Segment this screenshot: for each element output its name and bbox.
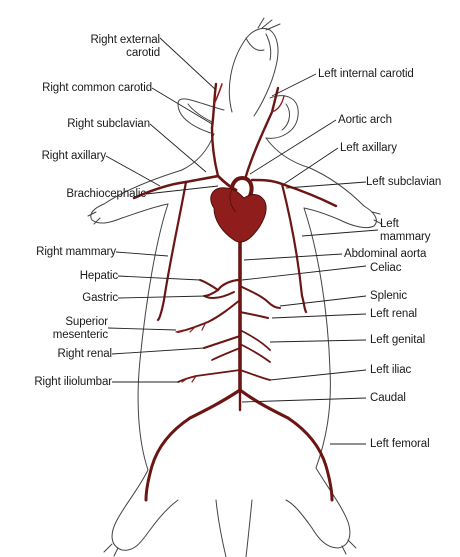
hepatic-vessel <box>199 279 219 291</box>
left-renal-vessel <box>239 311 269 319</box>
label-left-subclavian: Left subclavian <box>366 176 442 188</box>
label-abdominal-aorta: Abdominal aorta <box>344 248 427 260</box>
label-right-iliolumbar: Right iliolumbar <box>34 376 112 388</box>
label-right-axillary: Right axillary <box>41 150 107 162</box>
right-renal-vessel <box>203 335 241 349</box>
label-right-mammary: Right mammary <box>36 246 116 258</box>
right-mammary-vessel <box>156 180 188 322</box>
right-axillary-vessel <box>132 180 188 200</box>
right-subclavian-vessel <box>184 174 220 184</box>
brachiocephalic-vessel <box>216 174 238 192</box>
label-celiac: Celiac <box>370 262 402 274</box>
left-axillary-vessel <box>280 182 338 208</box>
left-subclavian-vessel <box>250 178 284 186</box>
label-right-subclavian: Right subclavian <box>67 118 150 130</box>
right-external-carotid-vessel <box>210 82 218 130</box>
label-left-renal: Left renal <box>370 308 417 320</box>
label-superior-mesenteric: Superior mesenteric <box>52 316 108 341</box>
rat-body-outline <box>87 17 383 557</box>
label-left-genital: Left genital <box>370 334 426 346</box>
label-left-axillary: Left axillary <box>340 142 397 154</box>
label-left-internal-carotid: Left internal carotid <box>318 68 414 80</box>
label-left-femoral: Left femoral <box>370 438 430 450</box>
label-left-iliac: Left iliac <box>370 364 412 376</box>
splenic-vessel <box>239 285 281 309</box>
right-iliolumbar-vessel <box>177 369 241 383</box>
heart <box>210 187 267 243</box>
label-caudal: Caudal <box>370 392 406 404</box>
label-brachiocephalic: Brachiocephalic <box>66 188 146 200</box>
aortic-arch-vessel <box>229 176 254 198</box>
label-right-external-carotid: Right external carotid <box>90 34 160 59</box>
left-femoral-vessel <box>286 416 334 502</box>
label-splenic: Splenic <box>370 290 408 302</box>
label-left-mammary: Left mammary <box>380 218 431 243</box>
left-genital-vessel <box>239 329 271 351</box>
label-right-renal: Right renal <box>57 348 112 360</box>
gastric-vessel <box>203 289 235 300</box>
right-common-carotid-vessel <box>210 126 220 178</box>
left-iliac-vessel <box>238 388 290 420</box>
right-ear-outline <box>265 95 299 139</box>
label-right-common-carotid: Right common carotid <box>42 82 152 94</box>
left-internal-carotid-vessel <box>244 86 280 178</box>
label-gastric: Gastric <box>82 292 118 304</box>
left-mammary-vessel <box>280 182 308 314</box>
arteries <box>132 82 338 502</box>
label-hepatic: Hepatic <box>79 270 118 282</box>
leader-lines <box>105 37 379 445</box>
superior-mesenteric-vessel <box>177 299 241 333</box>
label-aortic-arch: Aortic arch <box>338 114 392 126</box>
left-ear-outline <box>177 98 225 135</box>
